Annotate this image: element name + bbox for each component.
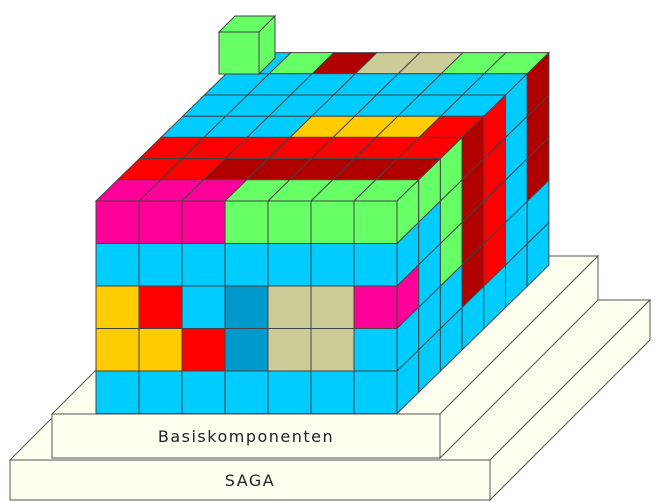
- front-cell: [225, 329, 268, 372]
- front-cell: [182, 244, 225, 287]
- front-cell: [139, 286, 182, 329]
- front-cell: [268, 371, 311, 414]
- saga-label: SAGA: [225, 471, 275, 490]
- extra-cube-front: [219, 32, 259, 74]
- top-extra-block: [219, 16, 275, 74]
- front-cell: [354, 329, 397, 372]
- front-cell: [354, 371, 397, 414]
- front-cell: [268, 286, 311, 329]
- front-cell: [182, 201, 225, 244]
- front-cell: [225, 286, 268, 329]
- front-cell: [268, 329, 311, 372]
- front-cell: [96, 244, 139, 287]
- front-cell: [311, 286, 354, 329]
- front-cell: [139, 244, 182, 287]
- front-cell: [354, 286, 397, 329]
- front-cell: [139, 201, 182, 244]
- front-cell: [311, 329, 354, 372]
- front-cell: [268, 244, 311, 287]
- front-cell: [96, 286, 139, 329]
- front-cell: [354, 244, 397, 287]
- front-cell: [354, 201, 397, 244]
- basiskomponenten-label: Basiskomponenten: [158, 427, 334, 446]
- front-cell: [311, 244, 354, 287]
- front-cell: [225, 201, 268, 244]
- cube-front-face: [96, 201, 397, 414]
- front-cell: [311, 371, 354, 414]
- front-cell: [225, 371, 268, 414]
- front-cell: [182, 286, 225, 329]
- front-cell: [182, 371, 225, 414]
- front-cell: [182, 329, 225, 372]
- front-cell: [225, 244, 268, 287]
- front-cell: [311, 201, 354, 244]
- front-cell: [139, 371, 182, 414]
- front-cell: [268, 201, 311, 244]
- front-cell: [139, 329, 182, 372]
- front-cell: [96, 201, 139, 244]
- front-cell: [96, 329, 139, 372]
- front-cell: [96, 371, 139, 414]
